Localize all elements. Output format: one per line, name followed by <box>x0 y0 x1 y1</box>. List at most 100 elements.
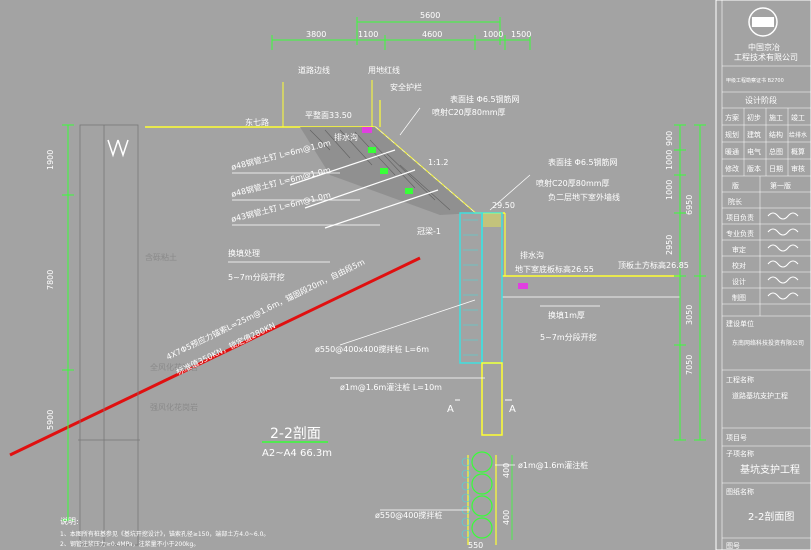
drawing-value: 2-2剖面图 <box>748 510 794 523</box>
label-plan-mix: ø550@400搅拌桩 <box>375 510 442 520</box>
row-3-key: 专业负责 <box>726 229 754 238</box>
dim-3050: 3050 <box>685 305 694 325</box>
label-depth-2: 5~7m分段开挖 <box>540 332 597 342</box>
grid-2-2: 总图 <box>769 147 783 156</box>
row-5-key: 校对 <box>732 261 746 270</box>
row-4-key: 审定 <box>732 245 746 254</box>
company-name-1: 中国京冶 <box>748 42 780 52</box>
plan-dim-400a: 400 <box>502 463 511 478</box>
plan-view-piles <box>467 451 497 545</box>
dim-5900: 5900 <box>46 410 55 430</box>
note-1: 1、本图所有桩基参见《基坑开挖设计》，锚索孔径≥150，端部土方4.0~6.0。 <box>60 530 269 538</box>
dim-1900: 1900 <box>46 150 55 170</box>
dim-900: 900 <box>665 131 674 146</box>
grid-2-1: 电气 <box>747 147 761 156</box>
signature-rows <box>722 176 811 317</box>
drain-ditch-bottom <box>518 283 528 289</box>
label-cap-beam: 冠梁-1 <box>417 227 441 236</box>
soil-label-2: 全风化花岗岩 <box>150 362 198 372</box>
grid-3-3: 审核 <box>791 164 805 173</box>
soil-label-3: 强风化花岗岩 <box>150 402 198 412</box>
section-a-right: A <box>509 404 516 415</box>
dim-6950: 6950 <box>685 195 694 215</box>
label-plan-bored: ø1m@1.6m灌注桩 <box>518 460 588 470</box>
grid-3-2: 日期 <box>769 165 783 173</box>
grid-0-1: 初步 <box>747 113 761 122</box>
label-replace-2: 换填1m厚 <box>548 310 585 320</box>
label-shotcrete-2: 喷射C20厚80mm厚 <box>536 178 610 188</box>
label-drain-bottom: 排水沟 <box>520 250 544 260</box>
grid-0-3: 竣工 <box>791 113 805 122</box>
sub-label: 子项名称 <box>726 449 754 458</box>
dim-1000: 1000 <box>483 30 503 39</box>
note-2: 2、钢管注浆压力≥0.4MPa，注浆量不小于200kg。 <box>60 540 199 548</box>
label-red-line: 用地红线 <box>368 65 400 75</box>
row-0-key: 版 <box>732 181 739 190</box>
label-nail-1: ø48钢管土钉 L=6m@1.0m <box>230 137 332 171</box>
leader-lines <box>228 107 531 511</box>
grid-0-0: 方案 <box>725 113 739 122</box>
grid-0-2: 施工 <box>769 113 783 122</box>
section-a-left: A <box>447 404 454 415</box>
grid-1-2: 结构 <box>769 130 783 139</box>
label-road-edge: 道路边线 <box>298 65 330 75</box>
item-label: 项目号 <box>726 434 747 442</box>
project-label: 工程名称 <box>726 375 754 384</box>
company-name-2: 工程技术有限公司 <box>734 52 798 62</box>
nail-head-2 <box>380 168 388 174</box>
drawing-label: 图纸名称 <box>726 487 754 496</box>
label-elev-slab: 顶板土方标高26.85 <box>618 260 689 270</box>
grid-1-1: 建筑 <box>747 130 761 139</box>
grid-2-3: 概算 <box>791 147 805 156</box>
grid-1-3: 给排水 <box>789 131 807 139</box>
left-dimension-chain <box>62 124 74 521</box>
signature-marks <box>767 212 799 300</box>
label-depth-1: 5~7m分段开挖 <box>228 272 285 282</box>
label-bored-pile: ø1m@1.6m灌注桩 L=10m <box>340 382 442 392</box>
label-shotcrete-1: 喷射C20厚80mm厚 <box>432 107 506 117</box>
grid-3-0: 修改 <box>725 164 739 173</box>
nail-head-3 <box>405 188 413 194</box>
pile-section <box>459 212 528 436</box>
right-dimension-chain <box>674 124 706 441</box>
dim-1500: 1500 <box>511 30 531 39</box>
top-dimension-chain <box>271 17 531 50</box>
dim-7800: 7800 <box>46 270 55 290</box>
drawing-no-label: 图号 <box>726 542 740 550</box>
project-value: 道路基坑支护工程 <box>732 391 788 400</box>
title-grid-text: 方案 初步 施工 竣工 规划 建筑 结构 给排水 暖通 电气 总图 概算 修改 … <box>725 113 807 173</box>
plan-dim-400b: 400 <box>502 510 511 525</box>
title-grid <box>722 108 811 177</box>
row-0-value: 第一版 <box>770 181 791 190</box>
dim-2950: 2950 <box>665 235 674 255</box>
label-drain-top: 排水沟 <box>334 132 358 142</box>
label-mesh-1: 表面挂 Φ6.5钢筋网 <box>450 94 520 104</box>
ground-lines <box>145 126 680 307</box>
borehole-marker <box>107 139 129 158</box>
builder-value: 东南网络科技投资有限公司 <box>732 339 804 347</box>
nail-head-1 <box>368 147 376 153</box>
drain-ditch-top <box>282 80 381 133</box>
row-1-key: 院长 <box>728 197 742 206</box>
row-7-key: 制图 <box>732 293 746 302</box>
title-block: 中国京冶 工程技术有限公司 甲级工程勘察证书 B2700 设计阶段 <box>715 0 811 550</box>
dim-1100: 1100 <box>358 30 378 39</box>
builder-label: 建设单位 <box>726 319 754 328</box>
label-dongqi-road: 东七路 <box>245 117 269 127</box>
label-mix-pile: ø550@400x400搅拌桩 L=6m <box>315 344 429 354</box>
row-6-key: 设计 <box>732 277 746 286</box>
plan-dim-550: 550 <box>468 541 483 550</box>
dim-1000b: 1000 <box>665 180 674 200</box>
dim-4600: 4600 <box>422 30 442 39</box>
soil-nails <box>289 149 439 229</box>
plan-mix-piles <box>461 457 471 539</box>
company-logo-icon <box>748 7 778 37</box>
label-slope: 1:1.2 <box>428 158 449 167</box>
nail-heads <box>368 147 413 194</box>
notes-title: 说明: <box>60 516 79 526</box>
dim-3800: 3800 <box>306 30 326 39</box>
cert-line: 甲级工程勘察证书 B2700 <box>726 77 784 84</box>
section-title: 2-2剖面 <box>270 426 321 442</box>
